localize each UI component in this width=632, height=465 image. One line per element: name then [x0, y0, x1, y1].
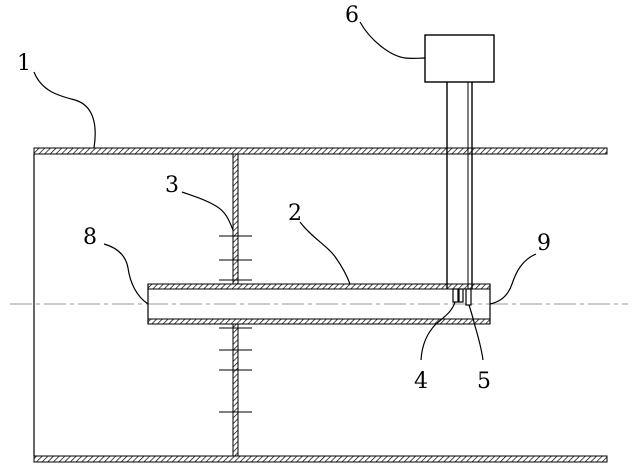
label-5: 5	[477, 369, 491, 394]
support-plate-lower	[232, 323, 239, 457]
part-labels: 1 3 2 8 9 6 4 5	[17, 3, 551, 394]
label-3: 3	[165, 173, 179, 198]
sensor-element-5	[465, 288, 472, 306]
outer-pipe-bottom-wall	[33, 455, 608, 463]
control-box	[424, 34, 495, 83]
leader-3	[181, 191, 234, 231]
label-9: 9	[537, 231, 551, 256]
leader-5	[468, 304, 484, 361]
label-1: 1	[17, 51, 31, 76]
label-6: 6	[345, 3, 359, 28]
label-4: 4	[414, 369, 428, 394]
outer-pipe-top-wall	[33, 147, 608, 155]
label-8: 8	[83, 225, 97, 250]
inner-tube-top-wall	[147, 283, 491, 290]
leader-lines	[33, 21, 537, 361]
outer-pipe	[33, 147, 608, 463]
support-plate-upper	[232, 153, 239, 285]
leader-2	[299, 221, 351, 285]
label-2: 2	[288, 201, 302, 226]
support-plate	[219, 153, 252, 457]
sensor-element-4	[452, 288, 464, 303]
leader-4	[420, 301, 456, 361]
probe-rod	[446, 82, 473, 289]
leader-8	[103, 243, 149, 305]
leader-9	[489, 253, 537, 305]
leader-6	[359, 21, 426, 60]
leader-1	[33, 71, 96, 149]
